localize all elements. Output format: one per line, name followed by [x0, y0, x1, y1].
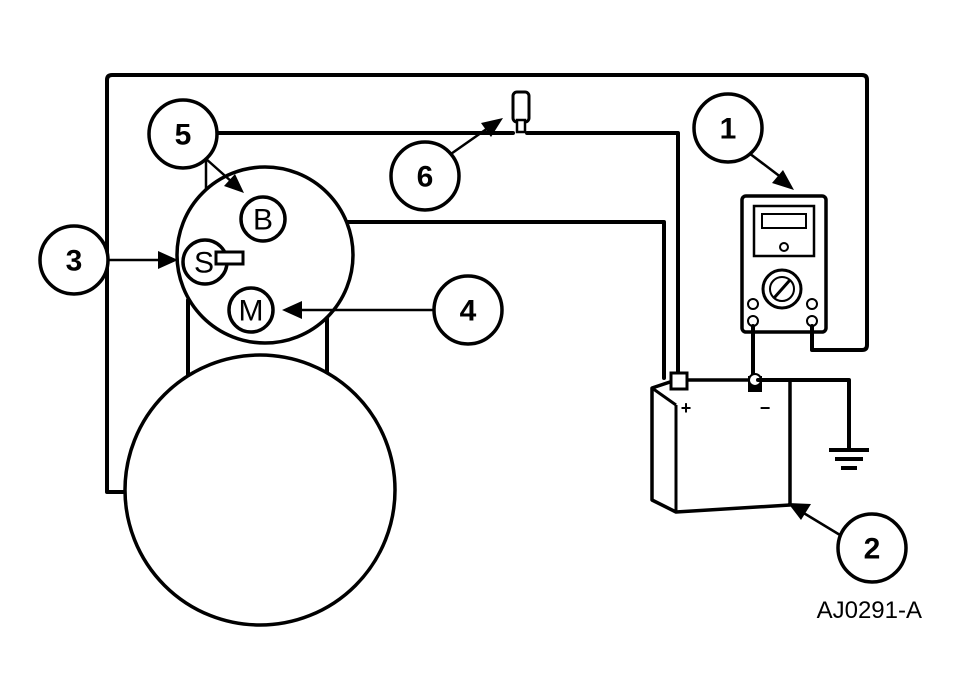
svg-text:B: B	[253, 204, 273, 237]
svg-text:1: 1	[720, 113, 737, 146]
meter-lead-wire	[105, 73, 869, 494]
callout-1: 1	[692, 92, 794, 190]
callout-6: 6	[389, 118, 503, 212]
callout-5: 5	[147, 98, 244, 193]
battery-positive-sign: +	[681, 398, 692, 418]
svg-text:S: S	[194, 247, 214, 280]
ground-symbol	[829, 448, 869, 470]
svg-text:4: 4	[460, 295, 477, 328]
figure-id: AJ0291-A	[817, 597, 922, 624]
switch-to-battery-wire	[525, 131, 680, 380]
m-terminal: M	[227, 286, 275, 334]
ground-wire	[756, 378, 851, 450]
svg-text:3: 3	[66, 245, 83, 278]
multimeter	[740, 194, 828, 334]
svg-text:6: 6	[417, 161, 434, 194]
starter-motor	[123, 353, 397, 627]
b-terminal: B	[239, 195, 287, 243]
callout-3: 3	[38, 224, 178, 296]
svg-text:M: M	[239, 295, 264, 328]
meter-positive-lead	[810, 324, 820, 352]
battery-negative-sign: −	[760, 398, 771, 418]
s-terminal: S	[181, 238, 245, 286]
b-terminal-wire	[283, 220, 666, 380]
callout-2: 2	[788, 503, 908, 584]
svg-text:2: 2	[864, 533, 881, 566]
remote-starter-switch	[511, 90, 531, 134]
svg-text:5: 5	[175, 119, 192, 152]
starter-solenoid	[175, 165, 355, 345]
callout-4: 4	[282, 274, 504, 346]
battery: + −	[650, 371, 792, 514]
